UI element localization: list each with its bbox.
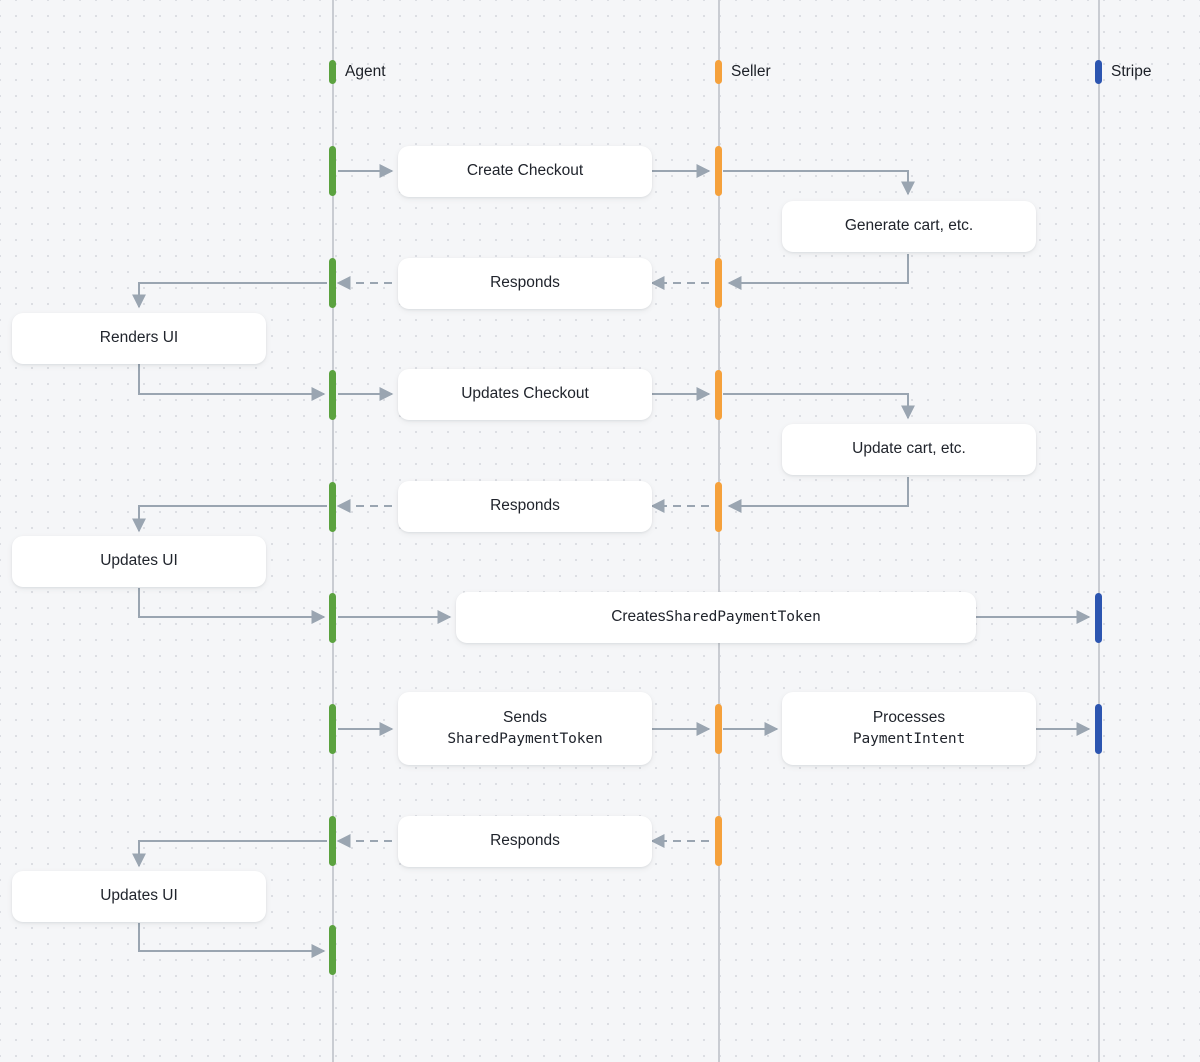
message-label-line2: PaymentIntent bbox=[852, 731, 966, 748]
message-box-updates-checkout[interactable]: Updates Checkout bbox=[398, 369, 652, 420]
message-label: Updates UI bbox=[100, 552, 178, 570]
message-box-responds-1[interactable]: Responds bbox=[398, 258, 652, 309]
message-label-line2: SharedPaymentToken bbox=[447, 731, 603, 748]
message-box-updates-ui-2[interactable]: Updates UI bbox=[12, 871, 266, 922]
activation-agent-7 bbox=[329, 816, 336, 866]
lifeline-stripe bbox=[1098, 0, 1100, 1062]
message-box-update-cart[interactable]: Update cart, etc. bbox=[782, 424, 1036, 475]
message-label: Responds bbox=[490, 274, 560, 292]
message-box-updates-ui-1[interactable]: Updates UI bbox=[12, 536, 266, 587]
activation-seller-1 bbox=[715, 146, 722, 196]
lane-marker-seller bbox=[715, 60, 722, 84]
message-box-create-checkout[interactable]: Create Checkout bbox=[398, 146, 652, 197]
message-box-generate-cart[interactable]: Generate cart, etc. bbox=[782, 201, 1036, 252]
activation-agent-2 bbox=[329, 258, 336, 308]
activation-seller-5 bbox=[715, 704, 722, 754]
activation-stripe-2 bbox=[1095, 704, 1102, 754]
activation-agent-1 bbox=[329, 146, 336, 196]
activation-seller-2 bbox=[715, 258, 722, 308]
message-label: Responds bbox=[490, 497, 560, 515]
activation-agent-3 bbox=[329, 370, 336, 420]
activation-agent-4 bbox=[329, 482, 336, 532]
lane-label-seller: Seller bbox=[731, 63, 771, 80]
activation-seller-6 bbox=[715, 816, 722, 866]
activation-agent-6 bbox=[329, 704, 336, 754]
message-label: Updates Checkout bbox=[461, 385, 589, 403]
activation-agent-5 bbox=[329, 593, 336, 643]
lane-marker-agent bbox=[329, 60, 336, 84]
message-label: Create Checkout bbox=[466, 162, 584, 180]
message-box-responds-3[interactable]: Responds bbox=[398, 816, 652, 867]
lane-marker-stripe bbox=[1095, 60, 1102, 84]
activation-stripe-1 bbox=[1095, 593, 1102, 643]
message-label-line1: Sends bbox=[503, 708, 547, 726]
message-label: Responds bbox=[490, 832, 560, 850]
lane-label-stripe: Stripe bbox=[1111, 63, 1152, 80]
message-label: Generate cart, etc. bbox=[844, 217, 974, 235]
message-box-responds-2[interactable]: Responds bbox=[398, 481, 652, 532]
message-box-sends-shared-payment-token[interactable]: Sends SharedPaymentToken bbox=[398, 692, 652, 765]
activation-seller-3 bbox=[715, 370, 722, 420]
message-label: Updates UI bbox=[100, 887, 178, 905]
activation-agent-8 bbox=[329, 925, 336, 975]
message-label-plain: Creates bbox=[611, 608, 666, 626]
activation-seller-4 bbox=[715, 482, 722, 532]
message-label: Update cart, etc. bbox=[852, 440, 966, 458]
message-label-line1: Processes bbox=[872, 708, 946, 726]
message-label-mono: SharedPaymentToken bbox=[665, 608, 821, 625]
message-label: Renders UI bbox=[99, 329, 179, 347]
message-box-renders-ui[interactable]: Renders UI bbox=[12, 313, 266, 364]
message-box-creates-shared-payment-token[interactable]: Creates SharedPaymentToken bbox=[456, 592, 976, 643]
message-box-processes-payment-intent[interactable]: Processes PaymentIntent bbox=[782, 692, 1036, 765]
lane-label-agent: Agent bbox=[345, 63, 386, 80]
